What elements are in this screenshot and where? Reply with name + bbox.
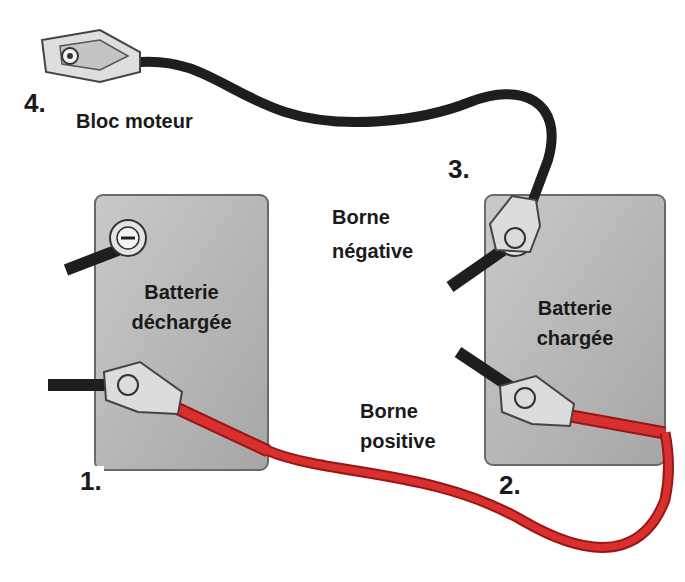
- callout-number: 3.: [446, 154, 472, 185]
- cable-outline: [268, 433, 669, 548]
- part-label: Borne négative: [330, 200, 415, 268]
- positive-clamp: [500, 376, 665, 433]
- callout-number: 1.: [78, 466, 104, 497]
- battery-box: Batterie déchargée: [95, 195, 268, 470]
- part-label: Borne positive: [358, 396, 438, 456]
- battery-label: Batterie chargée: [537, 293, 614, 353]
- battery-body: [485, 195, 665, 465]
- callout-number: 2.: [497, 470, 523, 501]
- part-label: Bloc moteur: [74, 109, 195, 133]
- battery-box: Batterie chargée: [485, 195, 665, 465]
- black-jumper-cable: [140, 62, 552, 208]
- negative-clamp: [490, 196, 540, 252]
- battery-label: Batterie déchargée: [131, 277, 231, 337]
- red-jumper-cable: [268, 433, 669, 548]
- engine-block-clamp: [42, 30, 140, 82]
- battery-body: [95, 195, 268, 470]
- callout-number: 4.: [22, 88, 48, 119]
- positive-clamp: [104, 362, 268, 451]
- cable-core: [268, 433, 669, 548]
